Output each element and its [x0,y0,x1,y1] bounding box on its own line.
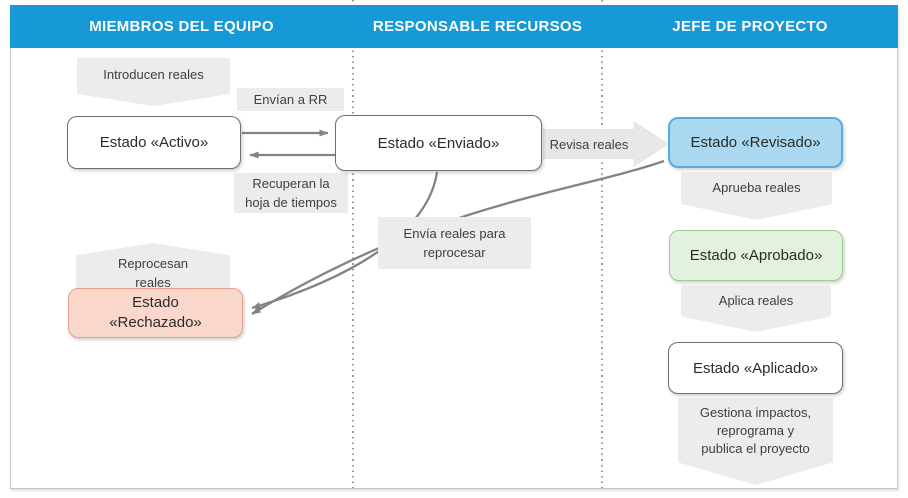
label-envian-a-rr: Envían a RR [237,88,344,111]
lane-divider-2 [601,0,603,488]
state-node-aplicado: Estado «Aplicado» [668,342,843,394]
state-node-aprobado: Estado «Aprobado» [669,230,843,281]
lane-title-responsable-recursos: RESPONSABLE RECURSOS [372,18,583,35]
lane-title-miembros-del-equipo: MIEMBROS DEL EQUIPO [89,18,274,35]
header-bar: MIEMBROS DEL EQUIPO RESPONSABLE RECURSOS… [10,5,898,48]
state-node-rechazado: Estado «Rechazado» [68,288,243,338]
label-recuperan-hoja: Recuperan la hoja de tiempos [234,173,348,213]
label-envia-reales-reprocesar: Envía reales para reprocesar [378,217,531,269]
label-introducen-reales: Introducen reales [77,58,230,106]
lane-title-jefe-de-proyecto: JEFE DE PROYECTO [672,18,828,35]
state-node-revisado: Estado «Revisado» [668,117,843,168]
lane-divider-1 [352,0,354,488]
state-node-enviado: Estado «Enviado» [335,115,542,171]
state-node-activo: Estado «Activo» [67,116,241,169]
